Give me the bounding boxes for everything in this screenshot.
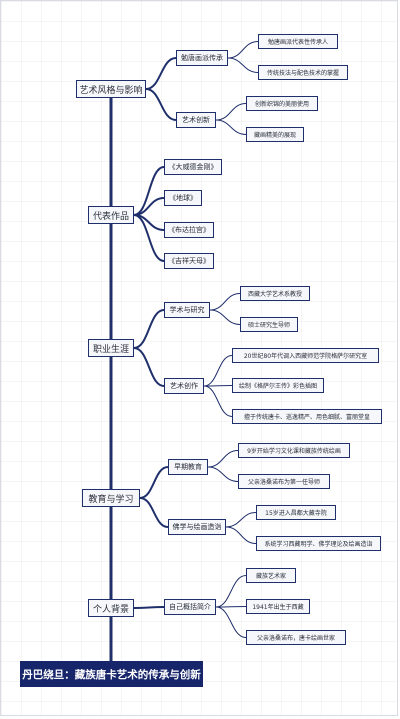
leaf-connector bbox=[215, 575, 247, 608]
leaf-tibetan-artist[interactable]: 藏族艺术家 bbox=[246, 568, 296, 583]
leaf-traditional-technique[interactable]: 传统技法与配色技术的掌握 bbox=[258, 65, 348, 80]
leaf-connector bbox=[207, 450, 239, 468]
leaf-innovative-brocade[interactable]: 创新织锦的美丽使用 bbox=[246, 96, 318, 111]
leaf-birth-year[interactable]: 1941年出生于西藏 bbox=[246, 599, 310, 614]
leaf-connector bbox=[203, 355, 233, 387]
leaf-connector bbox=[225, 526, 257, 544]
node-profile[interactable]: 自己概括简介 bbox=[164, 599, 216, 615]
leaf-family[interactable]: 父亲洛桑诺布，唐卡绘画世家 bbox=[246, 630, 346, 645]
leaf-connector bbox=[215, 119, 247, 135]
node-art-creation[interactable]: 艺术创作 bbox=[164, 378, 204, 394]
branch-connector bbox=[139, 466, 169, 499]
node-buddhism-painting[interactable]: 佛学与绘画造诣 bbox=[168, 519, 226, 535]
branch-connector bbox=[133, 347, 165, 387]
leaf-connector bbox=[207, 466, 239, 482]
leaf-connector bbox=[227, 57, 259, 73]
leaf-supervisor[interactable]: 硕士研究生导师 bbox=[240, 317, 298, 332]
leaf-age-fifteen[interactable]: 15岁进入昌都大藏寺院 bbox=[256, 505, 336, 520]
branch-connector bbox=[133, 214, 165, 262]
leaf-gesar-illustrations[interactable]: 绘制《格萨尔王传》彩色插图 bbox=[232, 378, 324, 393]
node-mentang-school[interactable]: 勉唐画派传承 bbox=[176, 50, 228, 66]
leaf-representative-inheritor[interactable]: 勉唐画派代表性传承人 bbox=[258, 34, 338, 49]
node-academic[interactable]: 学术与研究 bbox=[164, 302, 210, 318]
branch-career[interactable]: 职业生涯 bbox=[88, 339, 134, 357]
leaf-connector bbox=[215, 606, 247, 638]
leaf-first-mentor[interactable]: 父亲洛桑诺布为第一任导师 bbox=[238, 474, 330, 489]
leaf-professor[interactable]: 西藏大学艺术系教授 bbox=[240, 286, 310, 301]
node-early-education[interactable]: 早期教育 bbox=[168, 459, 208, 475]
leaf-connector bbox=[209, 309, 241, 325]
leaf-connector bbox=[209, 293, 241, 311]
branch-works[interactable]: 代表作品 bbox=[88, 206, 134, 224]
mindmap-root-title[interactable]: 丹巴绕旦：藏族唐卡艺术的传承与创新 bbox=[20, 661, 203, 687]
node-work-3[interactable]: 《布达拉宫》 bbox=[164, 222, 214, 238]
leaf-connector bbox=[227, 41, 259, 59]
branch-education[interactable]: 教育与学习 bbox=[82, 489, 140, 507]
branch-connector bbox=[145, 57, 177, 90]
leaf-connector bbox=[203, 385, 233, 417]
node-work-4[interactable]: 《吉祥天母》 bbox=[164, 253, 214, 269]
leaf-connector bbox=[225, 512, 257, 528]
leaf-age-nine[interactable]: 9岁开始学习文化课和藏族传统绘画 bbox=[238, 443, 350, 458]
leaf-connector bbox=[215, 103, 247, 121]
node-art-innovation[interactable]: 艺术创新 bbox=[176, 112, 216, 128]
leaf-connector bbox=[215, 606, 247, 608]
branch-connector bbox=[133, 606, 165, 609]
leaf-thangka-style[interactable]: 擅于传统唐卡、巡逸精严、用色细腻、富丽堂皇 bbox=[232, 409, 382, 424]
branch-connector bbox=[133, 309, 165, 349]
node-work-1[interactable]: 《大威德金刚》 bbox=[164, 159, 222, 175]
branch-art-style[interactable]: 艺术风格与影响 bbox=[76, 80, 146, 98]
branch-background[interactable]: 个人背景 bbox=[88, 599, 134, 617]
branch-connector bbox=[139, 497, 169, 528]
leaf-connector bbox=[203, 385, 233, 387]
branch-connector bbox=[145, 88, 177, 121]
leaf-systematic-study[interactable]: 系统学习西藏明学、佛学理论及绘画造诣 bbox=[256, 536, 381, 551]
leaf-gesar-office[interactable]: 20世纪80年代调入西藏师范学院格萨尔研究室 bbox=[232, 348, 379, 363]
node-work-2[interactable]: 《地球》 bbox=[164, 190, 202, 206]
leaf-tibetan-painting[interactable]: 藏画精美的展现 bbox=[246, 127, 304, 142]
